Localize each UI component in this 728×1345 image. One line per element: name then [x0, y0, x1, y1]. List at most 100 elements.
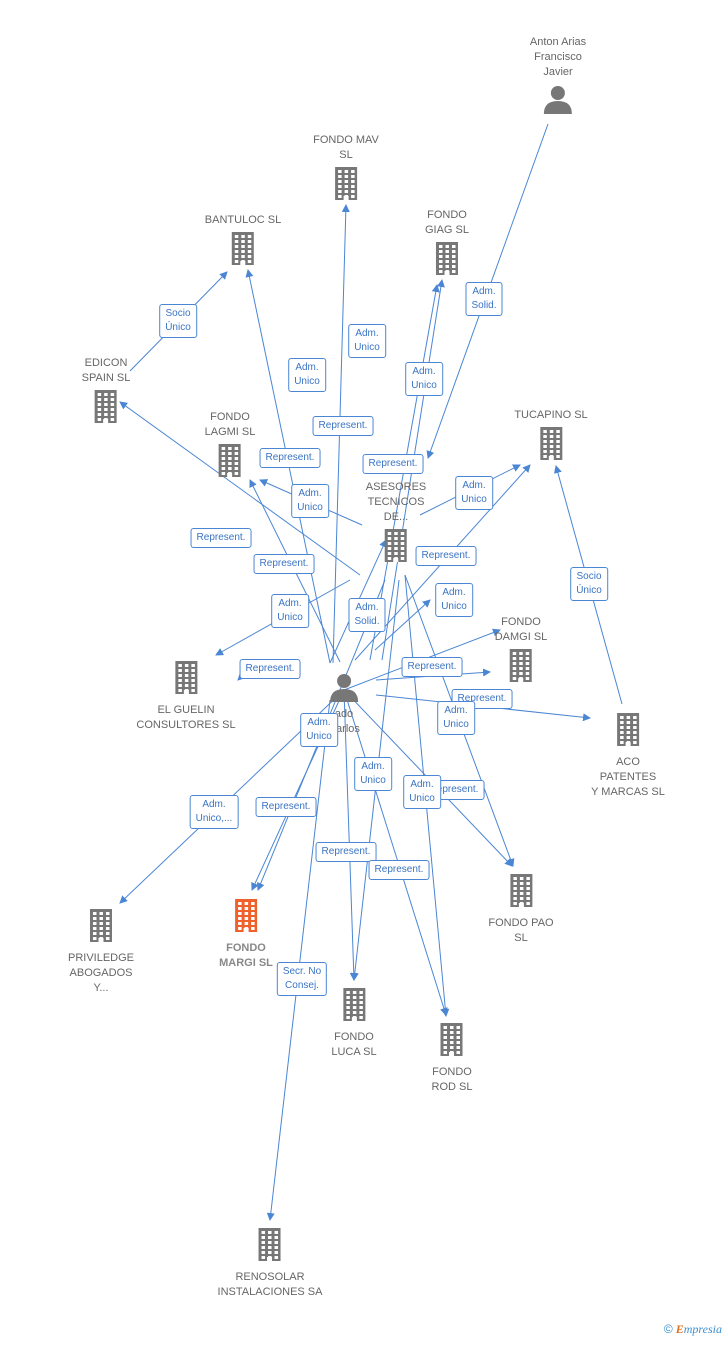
edge-label-text: Unico: [354, 342, 380, 353]
empresia-logo[interactable]: © Empresia: [664, 1322, 722, 1337]
node-bantuloc[interactable]: BANTULOC SL: [205, 213, 281, 270]
building-icon: [591, 712, 665, 751]
edge-label-e-rep-3[interactable]: Represent.: [362, 454, 424, 474]
node-label-line: FONDO: [334, 1031, 374, 1043]
edge-label-e-lagmi-adm[interactable]: Adm.Unico: [291, 484, 329, 518]
edge-label-e-guelin-adm[interactable]: Adm.Unico: [271, 594, 309, 628]
edge-label-e-rod-rep[interactable]: Represent.: [368, 860, 430, 880]
edge-label-text: Adm.: [278, 598, 302, 609]
node-label-line: Y...: [93, 982, 109, 994]
edge-label-text: Único: [165, 322, 191, 333]
edge-label-e-damgi-adm[interactable]: Adm.Unico: [435, 583, 473, 617]
edge-label-e-giag-adm[interactable]: Adm.Unico: [405, 362, 443, 396]
edge-label-text: Adm.: [412, 366, 436, 377]
edge-label-e-pao-adm[interactable]: Adm.Unico: [437, 701, 475, 735]
edge-label-e-rep-2[interactable]: Represent.: [259, 448, 321, 468]
node-label-line: DAMGI SL: [494, 631, 548, 643]
edge-label-e-ase-solid[interactable]: Adm.Solid.: [348, 598, 386, 632]
edge-line-15: [343, 689, 358, 981]
edge-label-e-margi-rep[interactable]: Represent.: [255, 797, 317, 817]
edge-label-e-luca-adm[interactable]: Adm.Unico: [354, 757, 392, 791]
edge-label-text: Represent.: [321, 846, 371, 857]
edge-label-text: Represent.: [259, 558, 309, 569]
edge-label-text: Unico,...: [195, 813, 233, 824]
node-label-line: GIAG SL: [424, 224, 470, 236]
edge-label-text: Unico: [306, 731, 332, 742]
edge-label-e-edicon-rep[interactable]: Represent.: [190, 528, 252, 548]
node-label-line: BANTULOC SL: [204, 214, 282, 226]
edge-label-e-mav-adm[interactable]: Adm.Unico: [348, 324, 386, 358]
node-label-line: Y MARCAS SL: [591, 786, 665, 798]
node-label-line: PATENTES: [599, 771, 657, 783]
edge-line-16: [343, 689, 448, 1016]
edge-label-e-margi-adm[interactable]: Adm.Unico: [300, 713, 338, 747]
node-label-line: FONDO PAO: [488, 917, 554, 929]
edge-label-text: Represent.: [429, 784, 479, 795]
edge-label-text: Unico: [409, 793, 435, 804]
edge-label-text: Represent.: [245, 663, 295, 674]
node-label-line: Francisco: [534, 51, 582, 63]
edge-label-e-priv-adm[interactable]: Adm. Unico,...: [189, 795, 239, 829]
edge-label-e-damgi-rep[interactable]: Represent.: [401, 657, 463, 677]
building-icon: [82, 389, 131, 428]
edge-label-e-guelin-rep[interactable]: Represent.: [239, 659, 301, 679]
building-icon: [432, 1022, 473, 1061]
edge-label-e-tucapino-adm[interactable]: Adm.Unico: [455, 476, 493, 510]
edge-label-e-anton-solid[interactable]: Adm.Solid.: [465, 282, 503, 316]
edge-label-text: Represent.: [261, 801, 311, 812]
building-icon: [514, 426, 587, 465]
node-label-line: CONSULTORES SL: [136, 719, 236, 731]
node-label-line: EL GUELIN: [157, 704, 215, 716]
node-el-guelin[interactable]: EL GUELIN CONSULTORES SL: [136, 660, 236, 733]
edge-label-e-rep-4[interactable]: Represent.: [415, 546, 477, 566]
edge-label-text: Adm.: [444, 705, 468, 716]
edge-label-e-rod-adm[interactable]: Adm.Unico: [403, 775, 441, 809]
node-fondo-margi[interactable]: FONDO MARGI SL: [219, 898, 273, 971]
building-icon: [495, 648, 548, 687]
edge-label-text: Solid.: [354, 616, 380, 627]
node-label-line: MARGI SL: [219, 957, 273, 969]
edge-label-text: Unico: [360, 775, 386, 786]
node-label: TUCAPINO SL: [514, 408, 587, 423]
node-label-line: FONDO: [226, 942, 266, 954]
edge-label-text: Adm.: [202, 799, 226, 810]
node-tucapino[interactable]: TUCAPINO SL: [514, 408, 588, 465]
edge-label-text: Represent.: [196, 532, 246, 543]
node-label-line: TECNICOS: [367, 496, 425, 508]
node-label-line: DE...: [383, 511, 409, 523]
edge-label-text: Consej.: [285, 980, 319, 991]
edge-label-e-bantuloc-adm[interactable]: Adm.Unico: [288, 358, 326, 392]
edge-label-e-rep-5[interactable]: Represent.: [253, 554, 315, 574]
edge-label-e-luca-rep[interactable]: Represent.: [315, 842, 377, 862]
building-icon: [313, 166, 379, 205]
node-label-line: EDICON: [84, 357, 128, 369]
edge-label-text: Solid.: [471, 300, 497, 311]
edge-label-e-rep-1[interactable]: Represent.: [312, 416, 374, 436]
building-icon: [205, 231, 281, 270]
edge-label-text: Unico: [441, 601, 467, 612]
edge-label-text: Adm.: [462, 480, 486, 491]
